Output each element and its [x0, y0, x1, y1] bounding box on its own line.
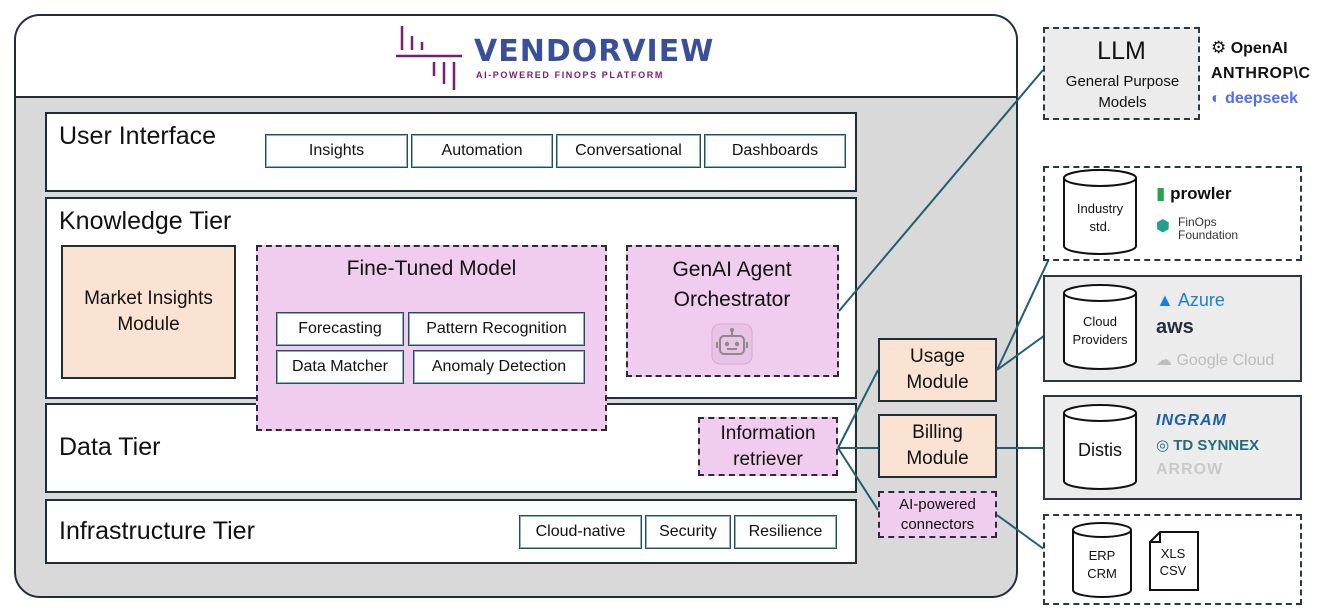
knowledge-tier-title: Knowledge Tier: [59, 207, 232, 235]
spreadsheet-file-icon: [1149, 531, 1199, 591]
prowler-icon: ▮: [1156, 184, 1166, 203]
google-cloud-logo: ☁ Google Cloud: [1156, 352, 1275, 369]
platform-header: VENDORVIEW AI-POWERED FINOPS PLATFORM: [16, 16, 1016, 98]
prowler-logo: ▮ prowler: [1156, 184, 1232, 203]
xls-label: XLS: [1160, 546, 1186, 561]
information-retriever: Information retriever: [698, 417, 838, 476]
td-synnex-logo: ◎ TD SYNNEX: [1156, 437, 1260, 454]
usage-module: Usage Module: [878, 338, 997, 402]
vendorview-logo-icon: [396, 26, 462, 90]
infrastructure-tier-title: Infrastructure Tier: [59, 517, 255, 545]
database-distis-icon: [1063, 404, 1137, 490]
chip-forecasting: Forecasting: [276, 312, 404, 346]
distis-label: Distis: [1078, 440, 1122, 460]
billing-module: Billing Module: [878, 414, 997, 478]
openai-icon: ⚙: [1211, 38, 1227, 57]
data-tier-title: Data Tier: [59, 433, 161, 461]
ai-powered-connectors: AI-powered connectors: [878, 491, 997, 538]
chip-automation: Automation: [411, 134, 553, 168]
database-industry-icon: [1063, 169, 1137, 255]
chip-insights: Insights: [265, 134, 408, 168]
market-insights-module: Market Insights Module: [61, 245, 236, 379]
anthropic-logo: ANTHROP\C: [1211, 65, 1311, 82]
chip-security: Security: [645, 515, 731, 549]
azure-icon: ▲: [1156, 290, 1174, 310]
logo-title: VENDORVIEW: [474, 34, 715, 69]
crm-label: CRM: [1087, 566, 1117, 581]
deepseek-logo: ◐ deepseek: [1211, 90, 1299, 107]
industry-std-label: Industry std.: [1076, 201, 1124, 234]
database-cloud-icon: [1063, 284, 1137, 370]
csv-label: CSV: [1159, 563, 1187, 578]
llm-subtitle: General Purpose Models: [1065, 73, 1180, 111]
chip-resilience: Resilience: [734, 515, 837, 549]
chip-pattern-recognition: Pattern Recognition: [408, 312, 585, 346]
genai-agent-orchestrator: GenAI Agent Orchestrator: [626, 245, 839, 377]
finops-icon: ⬢: [1156, 218, 1170, 235]
chip-conversational: Conversational: [556, 134, 701, 168]
erp-label: ERP: [1088, 548, 1116, 563]
openai-logo: ⚙ OpenAI: [1211, 38, 1288, 57]
cloud-providers-label: Cloud Providers: [1072, 314, 1128, 347]
chip-dashboards: Dashboards: [704, 134, 846, 168]
chip-cloud-native: Cloud-native: [519, 515, 642, 549]
azure-logo: ▲ Azure: [1156, 290, 1225, 310]
aws-logo: aws: [1156, 316, 1194, 338]
fine-tuned-title: Fine-Tuned Model: [346, 257, 517, 280]
arrow-logo: ARROW: [1156, 461, 1224, 478]
chip-data-matcher: Data Matcher: [276, 350, 404, 384]
robot-icon: [711, 323, 753, 365]
user-interface-title: User Interface: [59, 122, 217, 150]
logo-subtitle: AI-POWERED FINOPS PLATFORM: [476, 70, 664, 80]
chip-anomaly-detection: Anomaly Detection: [413, 350, 585, 384]
td-synnex-icon: ◎: [1156, 437, 1170, 454]
llm-title: LLM: [1097, 37, 1146, 65]
database-erp-icon: [1072, 522, 1132, 598]
ingram-logo: INGRAM: [1156, 412, 1227, 429]
google-cloud-icon: ☁: [1156, 352, 1172, 369]
whale-icon: ◐: [1211, 90, 1221, 107]
genai-title: GenAI Agent Orchestrator: [672, 258, 792, 311]
llm-box: LLM General Purpose Models: [1043, 27, 1200, 120]
